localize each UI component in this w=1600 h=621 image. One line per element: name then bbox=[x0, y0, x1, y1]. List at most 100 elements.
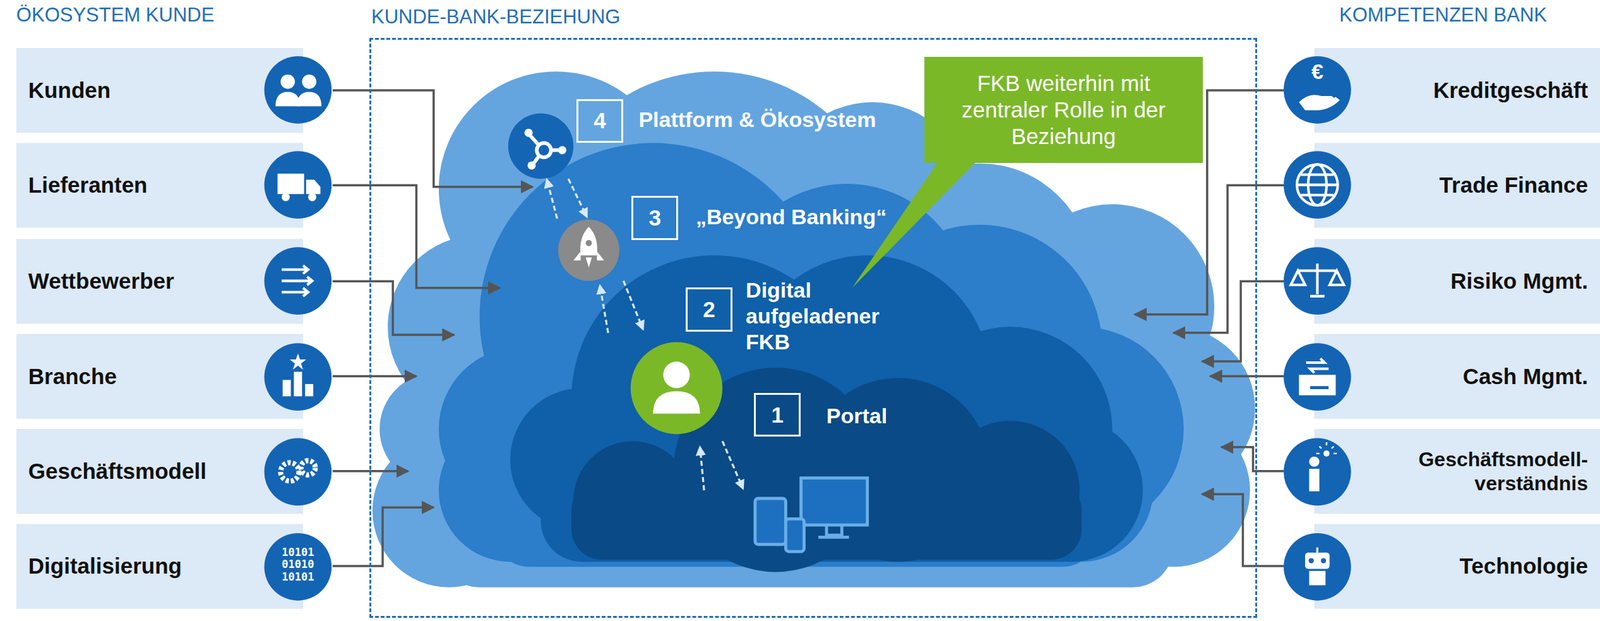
icon-glyphs bbox=[289, 352, 307, 370]
icon-glyphs bbox=[293, 371, 302, 397]
rocket-icon bbox=[585, 239, 593, 247]
item-bands bbox=[1314, 47, 1600, 133]
icon-circles bbox=[1283, 438, 1352, 506]
icon-circles bbox=[264, 56, 333, 124]
icon-glyphs bbox=[1296, 164, 1338, 206]
icon-circles bbox=[1283, 150, 1352, 219]
item-label: Technologie bbox=[1459, 552, 1589, 580]
platform-icon bbox=[508, 113, 574, 179]
connector-arrow bbox=[332, 507, 434, 566]
rocket-icon bbox=[558, 219, 620, 281]
item-label: Kunden bbox=[28, 77, 111, 103]
icon-glyphs bbox=[301, 460, 316, 475]
flow-arrows bbox=[568, 178, 587, 217]
connector-arrow bbox=[1221, 447, 1284, 472]
connector-arrow bbox=[332, 90, 533, 187]
flow-arrows bbox=[623, 280, 643, 329]
item-bands bbox=[16, 47, 304, 133]
icon-glyphs bbox=[1316, 547, 1319, 553]
platform-icon bbox=[529, 134, 560, 163]
item-bands bbox=[1314, 238, 1600, 324]
icon-glyphs bbox=[306, 179, 321, 195]
connector-arrow bbox=[1202, 493, 1284, 566]
competence-item: Geschäftsmodell- verständnis bbox=[1283, 428, 1600, 514]
competence-item: Cash Mgmt. bbox=[1283, 333, 1600, 418]
advisor-icon bbox=[652, 390, 700, 414]
item-bands bbox=[16, 142, 304, 228]
connector-arrow bbox=[1210, 375, 1284, 378]
section-heading: KUNDE-BANK-BEZIEHUNG bbox=[371, 5, 621, 29]
cloud-level: 1 Portal bbox=[563, 364, 1105, 564]
ecosystem-item: Geschäftsmodell bbox=[16, 428, 333, 514]
platform-icon bbox=[529, 134, 560, 163]
icon-glyphs bbox=[1308, 570, 1326, 586]
connector-arrow bbox=[1173, 185, 1285, 333]
icon-glyphs bbox=[1290, 263, 1344, 297]
icon-glyphs bbox=[281, 265, 312, 297]
item-label: Cash Mgmt. bbox=[1462, 363, 1589, 390]
flow-arrows bbox=[546, 179, 557, 219]
connector-arrow bbox=[332, 280, 454, 335]
icon-glyphs bbox=[301, 74, 317, 90]
icon-circles bbox=[1283, 246, 1352, 315]
devices-icon bbox=[755, 498, 786, 545]
icon-circles bbox=[1283, 56, 1352, 124]
icon-circles bbox=[264, 56, 1352, 601]
icon-glyphs bbox=[1320, 558, 1326, 564]
icon-glyphs bbox=[281, 193, 290, 202]
icon-glyphs bbox=[1308, 468, 1320, 492]
item-label: Branche bbox=[28, 363, 117, 389]
level-title: Portal bbox=[826, 402, 888, 429]
relationship-frame: KUNDE-BANK-BEZIEHUNG4Plattform & Ökosyst… bbox=[369, 37, 1258, 618]
devices-icon bbox=[818, 524, 849, 537]
flow-arrows bbox=[722, 440, 743, 488]
icon-glyphs bbox=[280, 462, 299, 481]
icon-glyphs bbox=[1316, 441, 1337, 454]
item-label: Geschäftsmodell bbox=[28, 458, 207, 484]
level-number: 2 bbox=[685, 287, 733, 331]
icon-glyphs bbox=[1298, 94, 1340, 110]
flow-arrows bbox=[599, 286, 609, 333]
item-bands bbox=[1314, 142, 1600, 228]
advisor-icon bbox=[662, 361, 690, 388]
competence-item: Risiko Mgmt. bbox=[1283, 238, 1600, 324]
icon-glyphs bbox=[1308, 456, 1320, 467]
advisor-icon bbox=[630, 342, 723, 435]
rocket-icon bbox=[573, 226, 604, 268]
level-number: 1 bbox=[753, 392, 801, 437]
icon-glyphs bbox=[1306, 358, 1330, 373]
ecosystem-item: Wettbewerber bbox=[16, 238, 333, 324]
platform-icon bbox=[524, 128, 533, 138]
item-bands bbox=[16, 334, 304, 419]
platform-icon bbox=[558, 145, 567, 155]
icon-glyphs bbox=[281, 287, 309, 297]
cloud-level: 3„Beyond Banking“2Digital aufgeladener F… bbox=[481, 144, 1156, 574]
connector-arrow bbox=[332, 185, 501, 288]
item-bands bbox=[16, 523, 304, 609]
icon-circles bbox=[1283, 342, 1352, 411]
section-heading: ÖKOSYSTEM KUNDE bbox=[16, 3, 215, 27]
cloud-level: 2Digital aufgeladener FKB1Portal bbox=[522, 256, 1145, 569]
icon-glyphs bbox=[280, 460, 316, 481]
connector-arrow bbox=[332, 375, 417, 378]
icon-glyphs bbox=[1296, 174, 1338, 195]
level-title: „Beyond Banking“ bbox=[695, 203, 887, 230]
devices-icon bbox=[755, 477, 868, 552]
icon-glyphs bbox=[281, 276, 312, 285]
level-number: 4 bbox=[576, 99, 624, 143]
icon-glyphs bbox=[1298, 374, 1336, 395]
competence-item: Trade Finance bbox=[1283, 142, 1600, 228]
item-label: Risiko Mgmt. bbox=[1450, 267, 1589, 295]
icon-glyphs bbox=[277, 173, 305, 194]
icon-glyphs bbox=[1308, 558, 1314, 564]
icon-glyphs bbox=[304, 383, 314, 396]
item-label: FKB weiterhin mit zentraler Rolle in der… bbox=[937, 70, 1191, 150]
ecosystem-item: Branche bbox=[16, 333, 333, 418]
platform-icon bbox=[508, 113, 574, 179]
icon-glyphs bbox=[275, 92, 300, 107]
cloud-layer-2 bbox=[510, 255, 1143, 562]
item-label: Trade Finance bbox=[1439, 171, 1589, 199]
icon-glyphs bbox=[296, 92, 322, 107]
item-bands bbox=[16, 238, 304, 324]
item-label: Digitalisierung bbox=[28, 553, 182, 579]
